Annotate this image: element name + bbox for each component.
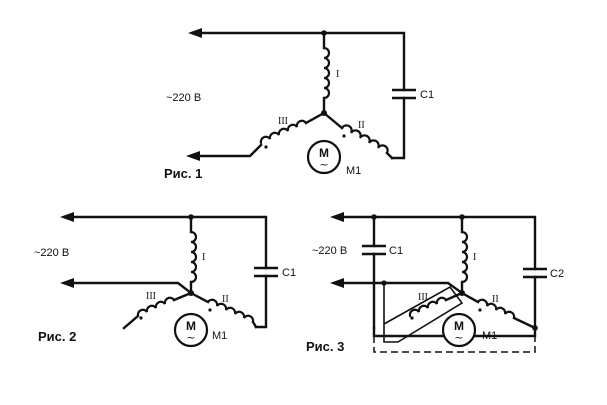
fig2-label-winding-1: I <box>202 252 205 263</box>
fig2-voltage-label: ~220 В <box>34 247 69 259</box>
fig3-winding-2 <box>476 298 516 320</box>
fig2-label-winding-2: II <box>222 294 229 305</box>
fig1-caption: Рис. 1 <box>164 166 202 181</box>
fig3-label-winding-3: III <box>418 292 428 303</box>
figure-1: I II III M ~ M1 ~220 В C1 Рис. 1 <box>164 28 434 181</box>
fig2-wire-center-to-coil2 <box>189 291 210 304</box>
fig3-motor-letter: M <box>454 319 464 333</box>
fig1-winding-2 <box>340 124 389 155</box>
fig3-coil3-start-dot <box>410 316 414 320</box>
fig3-label-winding-1: I <box>473 252 476 263</box>
fig2-caption: Рис. 2 <box>38 329 76 344</box>
fig3-caption: Рис. 3 <box>306 339 344 354</box>
fig3-winding-1 <box>460 230 469 284</box>
fig2-label-winding-3: III <box>146 291 156 302</box>
fig2-coil3-start-dot <box>139 316 143 320</box>
fig3-winding-3 <box>408 296 448 318</box>
fig3-wire-center-to-coil3 <box>444 291 464 302</box>
fig1-label-winding-1: I <box>336 69 339 80</box>
fig3-voltage-label: ~220 В <box>312 245 347 257</box>
fig1-top-arrow <box>188 28 202 38</box>
fig2-right-lower-wire <box>254 274 268 329</box>
fig2-winding-2 <box>206 298 255 324</box>
fig3-middle-wire <box>340 281 464 295</box>
fig1-top-wire <box>198 31 406 92</box>
fig1-c1-label: C1 <box>420 89 434 101</box>
fig1-motor-letter: M <box>319 146 329 160</box>
fig2-wire-coil2-end <box>251 320 258 329</box>
fig1-motor-tilde: ~ <box>319 158 328 171</box>
fig2-wire-center-to-coil3 <box>172 291 193 302</box>
fig3-motor-circle <box>441 312 477 348</box>
fig1-coil2-start-dot <box>342 134 346 138</box>
fig1-wire-coil2-end <box>385 151 394 160</box>
fig3-motor-label: M1 <box>482 330 497 342</box>
fig1-right-lower-wire <box>390 96 406 160</box>
fig2-motor-label: M1 <box>212 330 227 342</box>
fig3-label-winding-2: II <box>492 294 499 305</box>
fig3-c2-label: C2 <box>550 268 564 280</box>
fig1-voltage-label: ~220 В <box>166 92 201 104</box>
fig1-label-winding-2: II <box>358 120 365 131</box>
fig2-winding-3 <box>136 296 176 318</box>
fig3-coil2-start-dot <box>478 308 482 312</box>
fig1-motor-label: M1 <box>346 165 361 177</box>
fig2-middle-wire <box>70 281 193 295</box>
fig3-wire-coil2-end <box>512 316 537 330</box>
fig1-coil3-start-dot <box>264 145 268 149</box>
fig1-wire-center-to-coil2 <box>322 111 344 130</box>
fig1-label-winding-3: III <box>278 116 288 127</box>
fig1-wire-center-to-coil3 <box>304 111 326 125</box>
fig2-top-wire <box>70 215 268 270</box>
fig2-middle-arrow <box>60 278 74 288</box>
fig3-top-wire <box>340 215 537 271</box>
fig1-bottom-arrow <box>186 151 200 161</box>
fig2-c1-label: C1 <box>282 267 296 279</box>
fig3-winding-3-box <box>383 283 464 343</box>
figure-2: I II III M ~ M1 ~220 В C1 Рис. 2 <box>34 212 296 348</box>
fig3-wire-center-to-coil2 <box>460 291 480 304</box>
fig2-top-arrow <box>60 212 74 222</box>
fig2-coil3-tail <box>122 314 140 330</box>
figure-3: I II III M ~ M1 ~220 В C1 C2 Рис. 3 <box>306 212 564 354</box>
fig3-motor-tilde: ~ <box>454 331 463 344</box>
fig2-motor-circle <box>173 312 209 348</box>
fig3-c1-label: C1 <box>389 245 403 257</box>
fig2-coil2-start-dot <box>208 308 212 312</box>
fig1-winding-1 <box>322 46 331 100</box>
fig2-motor-tilde: ~ <box>186 331 195 344</box>
fig1-motor-circle <box>306 139 342 175</box>
fig2-motor-letter: M <box>186 319 196 333</box>
fig1-bottom-wire <box>196 143 263 158</box>
fig1-winding-3 <box>259 119 308 145</box>
fig3-middle-arrow <box>330 278 344 288</box>
fig3-top-arrow <box>330 212 344 222</box>
fig2-winding-1 <box>189 230 198 284</box>
